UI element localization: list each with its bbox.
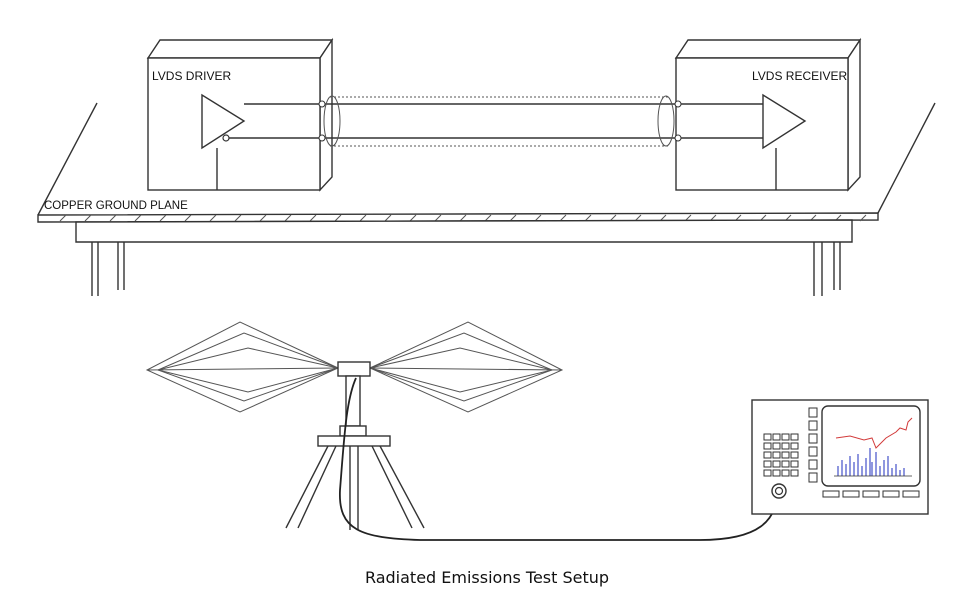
receiver-amplifier-icon [762, 93, 807, 150]
twisted-pair-cable [229, 95, 763, 147]
ground-plane [37, 102, 936, 296]
spectrum-bars [837, 448, 905, 476]
coax-cable [339, 377, 779, 541]
ground-plane-label: COPPER GROUND PLANE [44, 200, 188, 212]
tripod-icon [285, 425, 425, 530]
driver-amplifier-icon [201, 93, 246, 150]
receiver-box [674, 37, 862, 192]
receiver-label: LVDS RECEIVER [752, 69, 847, 83]
driver-label: LVDS DRIVER [152, 69, 231, 83]
diagram-caption: Radiated Emissions Test Setup [365, 568, 609, 587]
spectrum-analyzer-icon [751, 399, 929, 515]
limit-line [835, 417, 913, 449]
driver-box [146, 37, 334, 192]
biconical-antenna-icon [145, 321, 564, 427]
